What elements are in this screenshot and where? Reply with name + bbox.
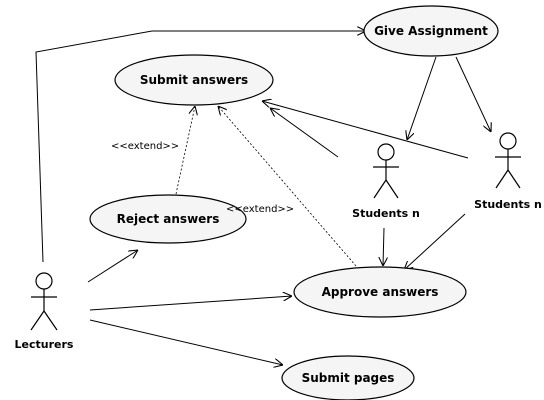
actor-lecturers[interactable]: Lecturers <box>15 272 74 351</box>
reject-extend-stereotype: <<extend>> <box>111 141 179 152</box>
approve-answers-label: Approve answers <box>322 285 439 299</box>
use-case-approve-answers[interactable]: Approve answers <box>293 266 467 318</box>
approve-extend-line <box>218 106 357 267</box>
use-case-submit-pages[interactable]: Submit pages <box>281 355 415 400</box>
reject-extend-line <box>175 106 195 195</box>
approve-extend-stereotype: <<extend>> <box>226 204 294 215</box>
submit-answers-label: Submit answers <box>140 73 248 87</box>
use-case-submit-answers[interactable]: Submit answers <box>114 54 274 106</box>
actor-students-a[interactable]: Students n <box>352 143 420 220</box>
actor-students-b[interactable]: Students n <box>474 132 542 211</box>
students-b-to-approve-answers-line <box>404 213 466 270</box>
students-b-label: Students n <box>474 198 542 211</box>
lecturers-stick-figure-icon <box>30 272 58 331</box>
submit-pages-label: Submit pages <box>302 371 395 385</box>
students-a-stick-figure-icon <box>373 143 399 199</box>
lecturers-to-reject-answers-line <box>87 250 138 283</box>
give-assignment-to-students-b-line <box>455 56 491 132</box>
lecturers-to-give-assignment-line <box>35 31 366 263</box>
give-assignment-to-students-a-line <box>407 56 437 140</box>
use-case-give-assignment[interactable]: Give Assignment <box>363 5 499 57</box>
use-case-reject-answers[interactable]: Reject answers <box>89 194 247 244</box>
lecturers-to-submit-pages-line <box>89 319 283 365</box>
reject-answers-label: Reject answers <box>117 212 220 226</box>
give-assignment-label: Give Assignment <box>374 24 488 38</box>
students-a-to-submit-answers-line <box>270 108 339 158</box>
lecturers-label: Lecturers <box>15 338 74 351</box>
students-b-to-submit-answers-line <box>262 101 469 159</box>
students-b-stick-figure-icon <box>495 132 521 189</box>
students-a-to-approve-answers-line <box>383 227 384 266</box>
lecturers-to-approve-answers-line <box>89 296 292 311</box>
students-a-label: Students n <box>352 207 420 220</box>
